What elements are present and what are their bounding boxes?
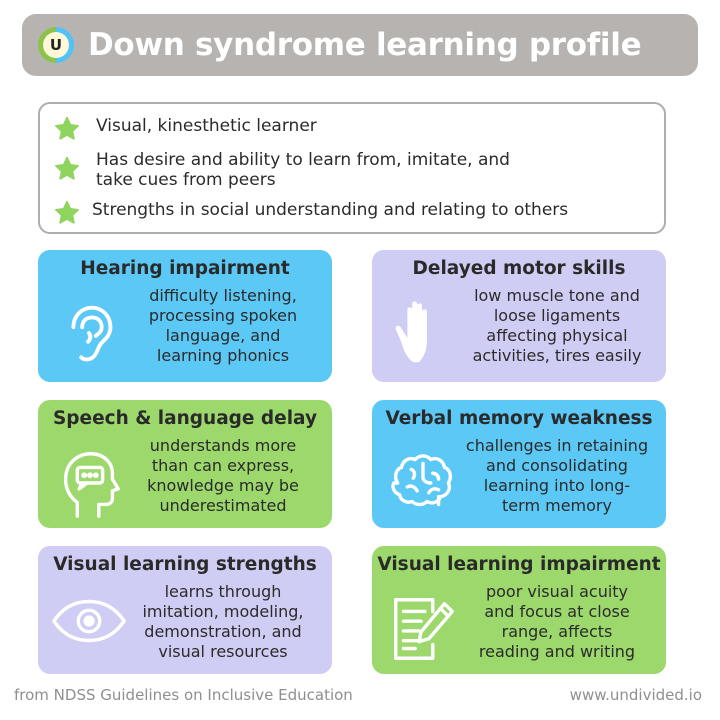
card-delayed-motor-skills: Delayed motor skills low muscle tone and… — [372, 250, 666, 382]
source-credit: from NDSS Guidelines on Inclusive Educat… — [14, 686, 353, 704]
learner-item-text-line: Has desire and ability to learn from, im… — [96, 150, 510, 170]
card-description-line: learning into long- — [483, 476, 631, 495]
card-description-line: term memory — [502, 496, 612, 515]
card-hearing-impairment: Hearing impairment difficulty listening,… — [38, 250, 332, 382]
learner-item-3: Strengths in social understanding and re… — [54, 200, 568, 226]
hand-icon — [395, 301, 427, 363]
card-description: understands more than can express, knowl… — [122, 436, 324, 516]
card-title: Verbal memory weakness — [385, 408, 653, 429]
learner-item-2: Has desire and ability to learn from, im… — [54, 150, 510, 190]
learner-item-1: Visual, kinesthetic learner — [54, 116, 317, 142]
star-icon — [55, 200, 79, 224]
card-description-line: challenges in retaining — [465, 436, 649, 455]
brain-icon — [391, 454, 453, 507]
card-description-line: low muscle tone and — [474, 286, 640, 305]
ear-icon — [71, 305, 113, 362]
card-description-line: reading and writing — [478, 642, 636, 661]
title-bar: U Down syndrome learning profile — [22, 14, 698, 76]
card-description-line: difficulty listening, — [149, 286, 297, 305]
card-title: Speech & language delay — [52, 408, 318, 429]
star-icon — [55, 116, 79, 140]
logo-letter: U — [43, 32, 69, 58]
card-description-line: than can express, — [151, 456, 295, 475]
learner-profile-box: Visual, kinesthetic learner Has desire a… — [38, 102, 666, 234]
card-description-line: learning phonics — [156, 346, 290, 365]
card-speech-language-delay: Speech & language delay understands more… — [38, 400, 332, 528]
card-description: challenges in retaining and consolidatin… — [456, 436, 658, 516]
card-description-line: poor visual acuity — [485, 582, 629, 601]
card-description: low muscle tone and loose ligaments affe… — [456, 286, 658, 366]
card-description-line: loose ligaments — [493, 306, 621, 325]
card-description-line: activities, tires easily — [472, 346, 642, 365]
star-icon — [55, 156, 79, 180]
learner-item-text-line: take cues from peers — [96, 170, 276, 190]
card-description-line: and focus at close — [484, 602, 630, 621]
head-speech-icon — [63, 452, 120, 518]
card-description-line: knowledge may be — [147, 476, 299, 495]
card-verbal-memory-weakness: Verbal memory weakness challenges in ret… — [372, 400, 666, 528]
card-description-line: language, and — [165, 326, 281, 345]
card-title: Visual learning impairment — [377, 554, 661, 575]
card-description-line: processing spoken — [148, 306, 298, 325]
card-description-line: visual resources — [158, 642, 288, 661]
card-description-line: and consolidating — [486, 456, 628, 475]
card-description-line: learns through — [164, 582, 282, 601]
learner-item-text: Strengths in social understanding and re… — [92, 200, 569, 220]
card-description-line: understands more — [149, 436, 297, 455]
page-title: Down syndrome learning profile — [88, 27, 642, 63]
card-description: poor visual acuity and focus at close ra… — [456, 582, 658, 662]
card-visual-learning-impairment: Visual learning impairment poor visual a… — [372, 546, 666, 674]
card-description: learns through imitation, modeling, demo… — [122, 582, 324, 662]
card-description-line: demonstration, and — [144, 622, 302, 641]
learner-item-text: Visual, kinesthetic learner — [96, 116, 317, 136]
document-pen-icon — [393, 598, 454, 660]
undivided-logo: U — [38, 27, 74, 63]
card-description-line: imitation, modeling, — [142, 602, 304, 621]
website-link[interactable]: www.undivided.io — [569, 686, 702, 704]
card-description-line: underestimated — [159, 496, 287, 515]
card-visual-learning-strengths: Visual learning strengths learns through… — [38, 546, 332, 674]
card-description-line: range, affects — [501, 622, 613, 641]
learner-item-text: Has desire and ability to learn from, im… — [96, 150, 510, 190]
card-title: Hearing impairment — [80, 258, 290, 279]
card-description-line: affecting physical — [486, 326, 628, 345]
eye-icon — [52, 599, 126, 643]
card-title: Delayed motor skills — [412, 258, 626, 279]
card-description: difficulty listening, processing spoken … — [122, 286, 324, 366]
card-title: Visual learning strengths — [53, 554, 317, 575]
